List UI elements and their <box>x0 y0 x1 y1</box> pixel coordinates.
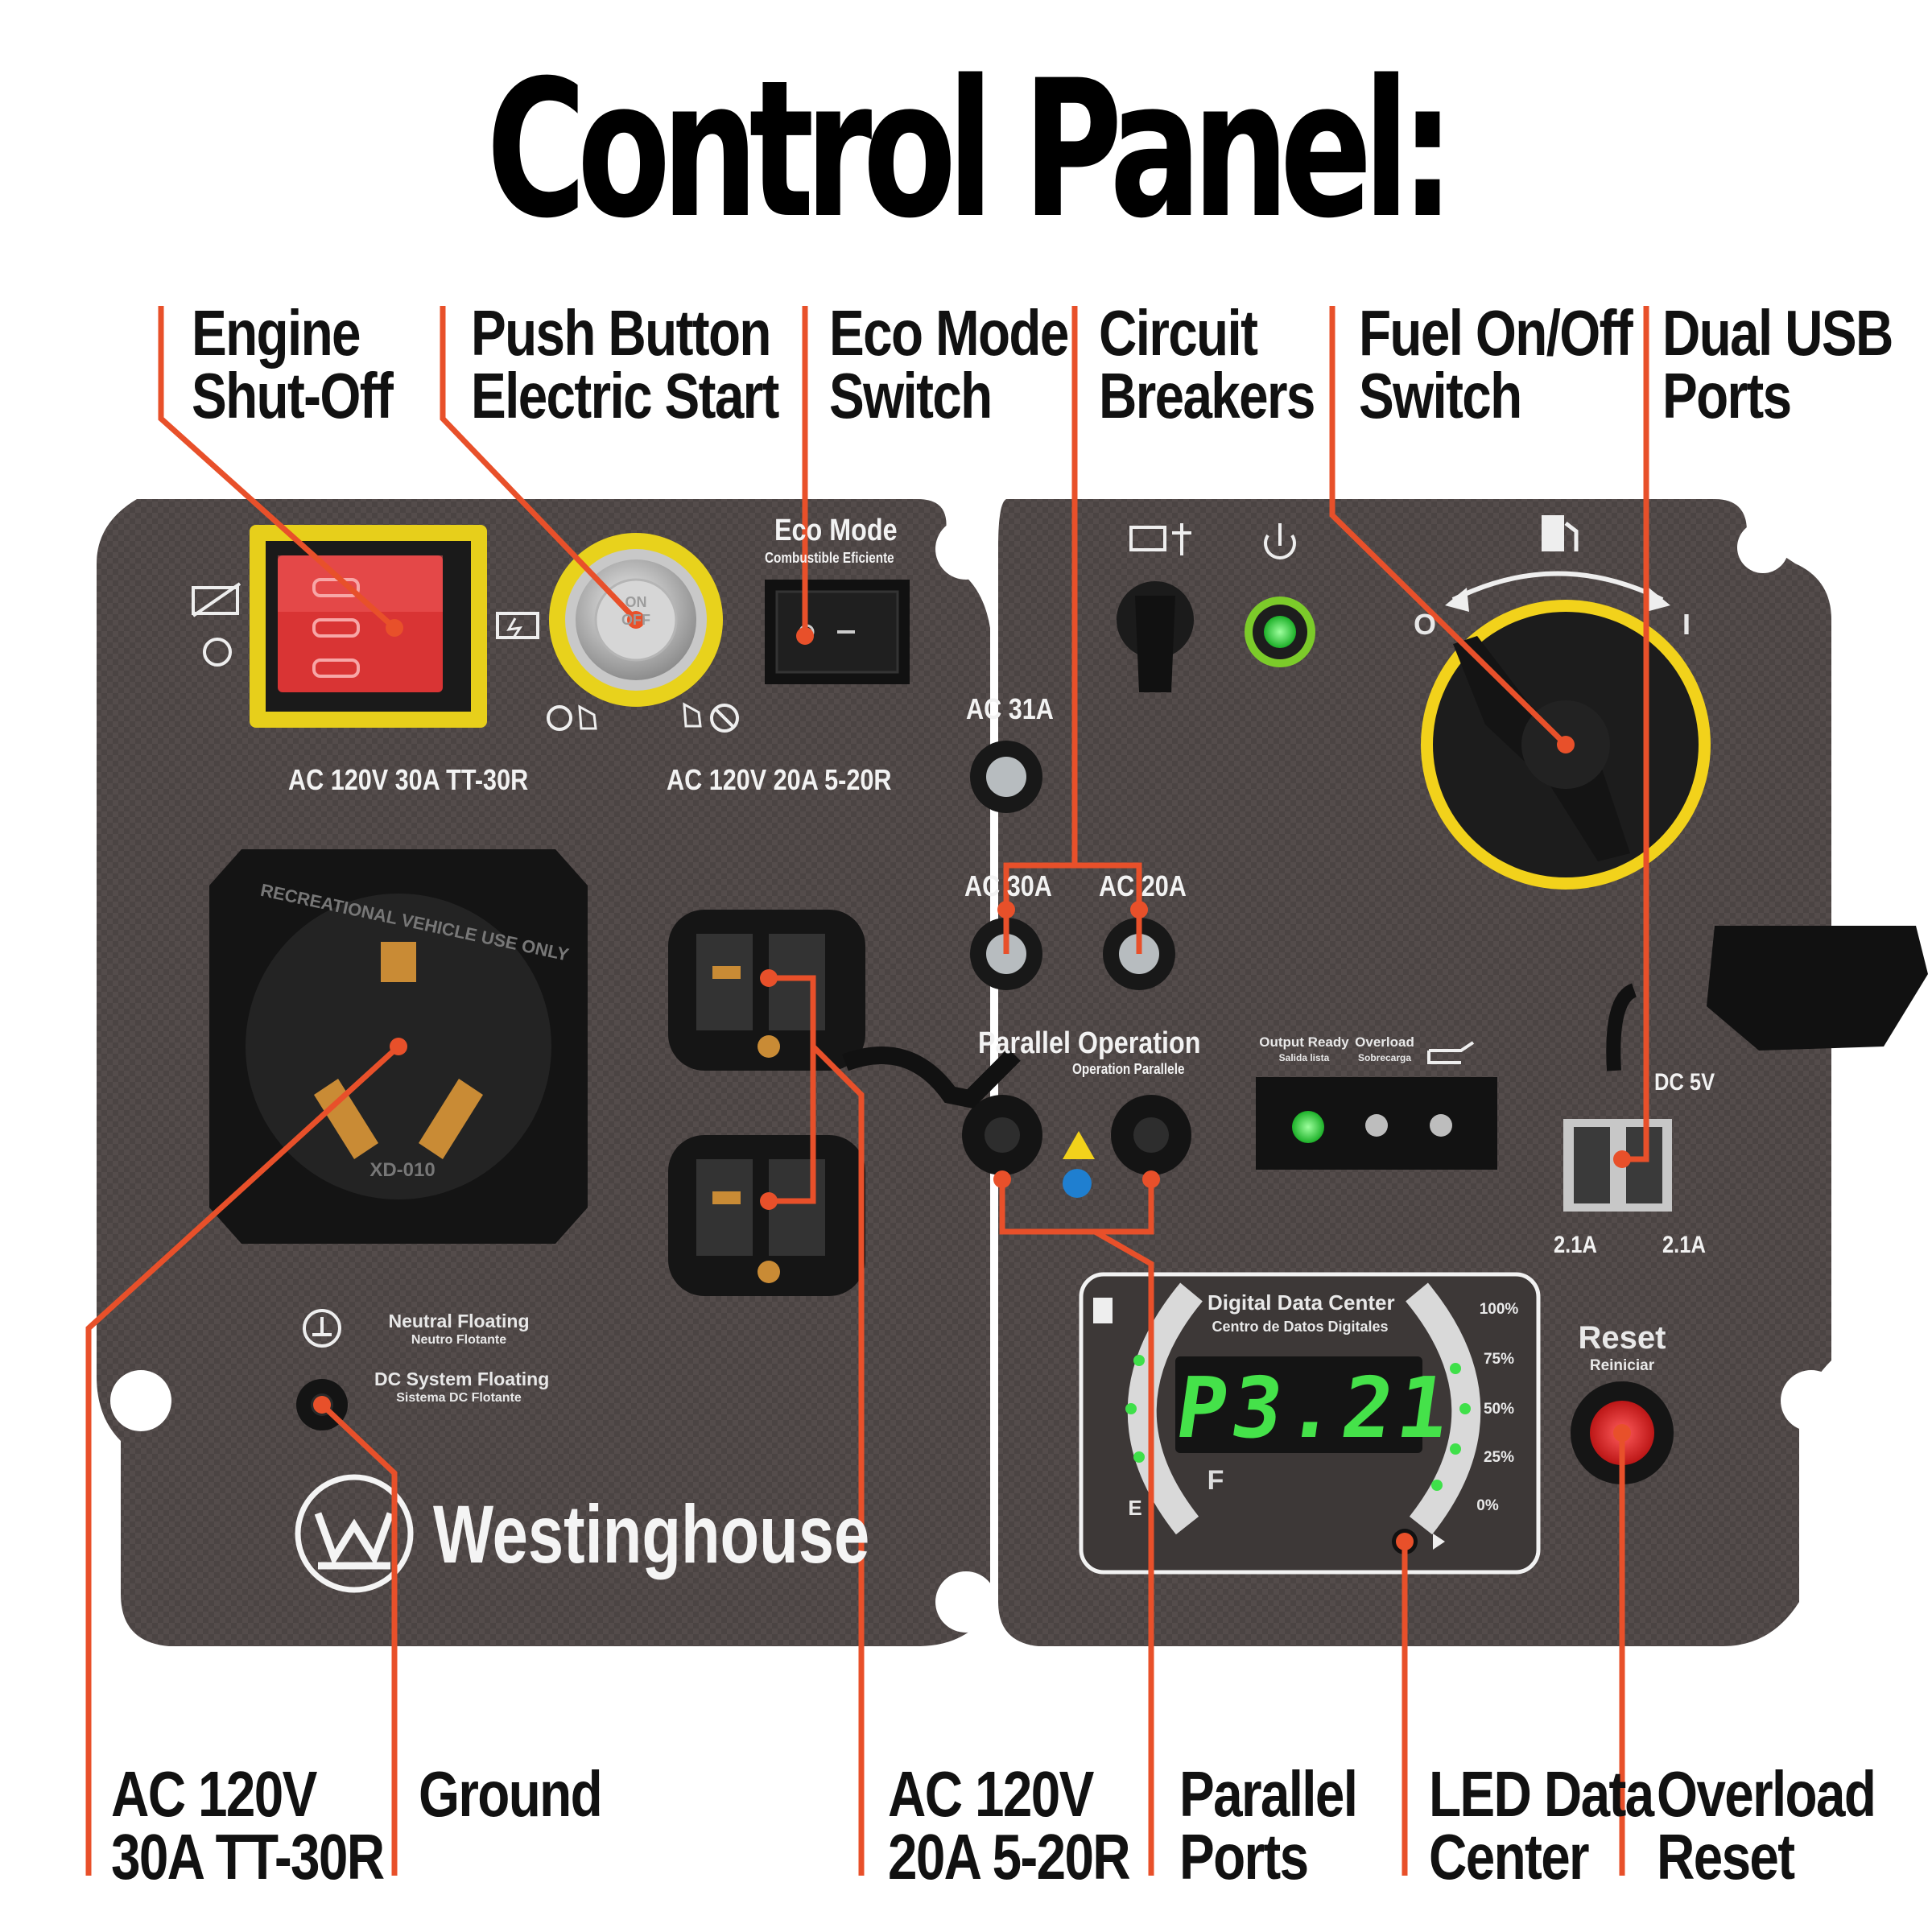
tt30-face-code: XD-010 <box>369 1159 436 1181</box>
overload-label: Overload <box>1355 1034 1414 1050</box>
fuel-arrow <box>1451 571 1664 602</box>
reset-sublabel: Reiniciar <box>1589 1357 1655 1374</box>
neutral-floating-sublabel: Neutro Flotante <box>411 1333 507 1347</box>
ddc-title: Digital Data Center <box>1208 1290 1395 1315</box>
breaker-20a-label: AC 20A <box>1099 869 1187 902</box>
dc5v-label: DC 5V <box>1654 1069 1715 1096</box>
westinghouse-logo <box>295 1474 414 1593</box>
battery-icon <box>192 582 242 617</box>
tt30r-label: AC 120V 30A TT-30R <box>288 763 529 796</box>
eco-mode-sublabel: Combustible Eficiente <box>765 550 894 566</box>
parallel-operation-sublabel: Operation Parallele <box>1072 1061 1185 1077</box>
power-icon <box>1264 523 1296 559</box>
ddc-subtitle: Centro de Datos Digitales <box>1212 1319 1389 1335</box>
ddc-lcd-value: P3.21 <box>1170 1359 1460 1457</box>
oil-can-icon <box>1427 1041 1475 1064</box>
ddc-scale-75: 75% <box>1483 1351 1515 1368</box>
fuel-pump-icon <box>1542 515 1579 551</box>
start-off-text: OFF <box>621 612 650 628</box>
engine-icon <box>203 638 232 667</box>
fuel-gauge-arc <box>1127 1282 1203 1535</box>
dc-floating-sublabel: Sistema DC Flotante <box>396 1391 522 1405</box>
520r-label: AC 120V 20A 5-20R <box>667 763 892 796</box>
breaker-31a-label: AC 31A <box>966 692 1054 725</box>
ddc-fuel-empty: E <box>1128 1496 1142 1520</box>
choke-lever[interactable] <box>1117 581 1194 692</box>
indicator-strip <box>1256 1077 1497 1170</box>
ddc-scale-0: 0% <box>1476 1497 1499 1514</box>
parallel-port-cap <box>842 1046 1021 1108</box>
ddc-scale-100: 100% <box>1479 1301 1519 1318</box>
warning-icon <box>1063 1131 1095 1159</box>
ddc-fuel-full: F <box>1207 1465 1224 1496</box>
ddc-scale-25: 25% <box>1483 1449 1515 1466</box>
usb-right-rating: 2.1A <box>1662 1232 1706 1258</box>
battery-charge-icon <box>496 612 539 639</box>
parallel-port-left[interactable] <box>962 1095 1042 1175</box>
fuel-off-mark: O <box>1413 608 1436 641</box>
breaker-30a-label: AC 30A <box>964 869 1052 902</box>
reset-label: Reset <box>1578 1320 1666 1356</box>
overload-led <box>1365 1114 1388 1137</box>
page-title: Control Panel: <box>486 40 1455 260</box>
digital-data-center <box>1079 1272 1541 1575</box>
power-led <box>1245 597 1315 667</box>
callout-lines <box>85 306 1649 1876</box>
output-ready-led <box>1292 1111 1324 1143</box>
eco-mode-switch[interactable] <box>765 580 910 684</box>
engine-shutoff-switch[interactable] <box>250 525 487 728</box>
start-on-text: ON <box>625 594 647 610</box>
ground-symbol <box>303 1309 341 1348</box>
parallel-operation-label: Parallel Operation <box>978 1026 1201 1060</box>
callout-ground: Ground <box>419 1758 603 1830</box>
manual-icon <box>1063 1169 1092 1198</box>
ddc-scale-50: 50% <box>1483 1401 1515 1418</box>
520r-receptacle-bottom[interactable] <box>668 1135 865 1296</box>
lcd-screen <box>1175 1356 1422 1453</box>
breaker-31a[interactable] <box>970 741 1042 813</box>
usb-left-rating: 2.1A <box>1554 1232 1597 1258</box>
output-ready-label: Output Ready <box>1259 1034 1349 1050</box>
parallel-port-right[interactable] <box>1111 1095 1191 1175</box>
overload-sublabel: Sobrecarga <box>1357 1052 1412 1063</box>
dc-floating-label: DC System Floating <box>374 1368 550 1389</box>
battery-plug-icon <box>1129 523 1191 555</box>
low-oil-led <box>1430 1114 1452 1137</box>
520r-receptacle-top[interactable] <box>668 910 865 1071</box>
usb-cover[interactable] <box>1606 926 1928 1071</box>
start-icons <box>547 702 739 733</box>
fuel-on-mark: I <box>1682 608 1690 641</box>
neutral-floating-label: Neutral Floating <box>388 1311 530 1331</box>
callout-dots <box>313 611 1631 1550</box>
brand-name: Westinghouse <box>433 1488 870 1580</box>
eco-mode-label: Eco Mode <box>774 514 898 547</box>
output-ready-sublabel: Salida lista <box>1278 1052 1330 1063</box>
